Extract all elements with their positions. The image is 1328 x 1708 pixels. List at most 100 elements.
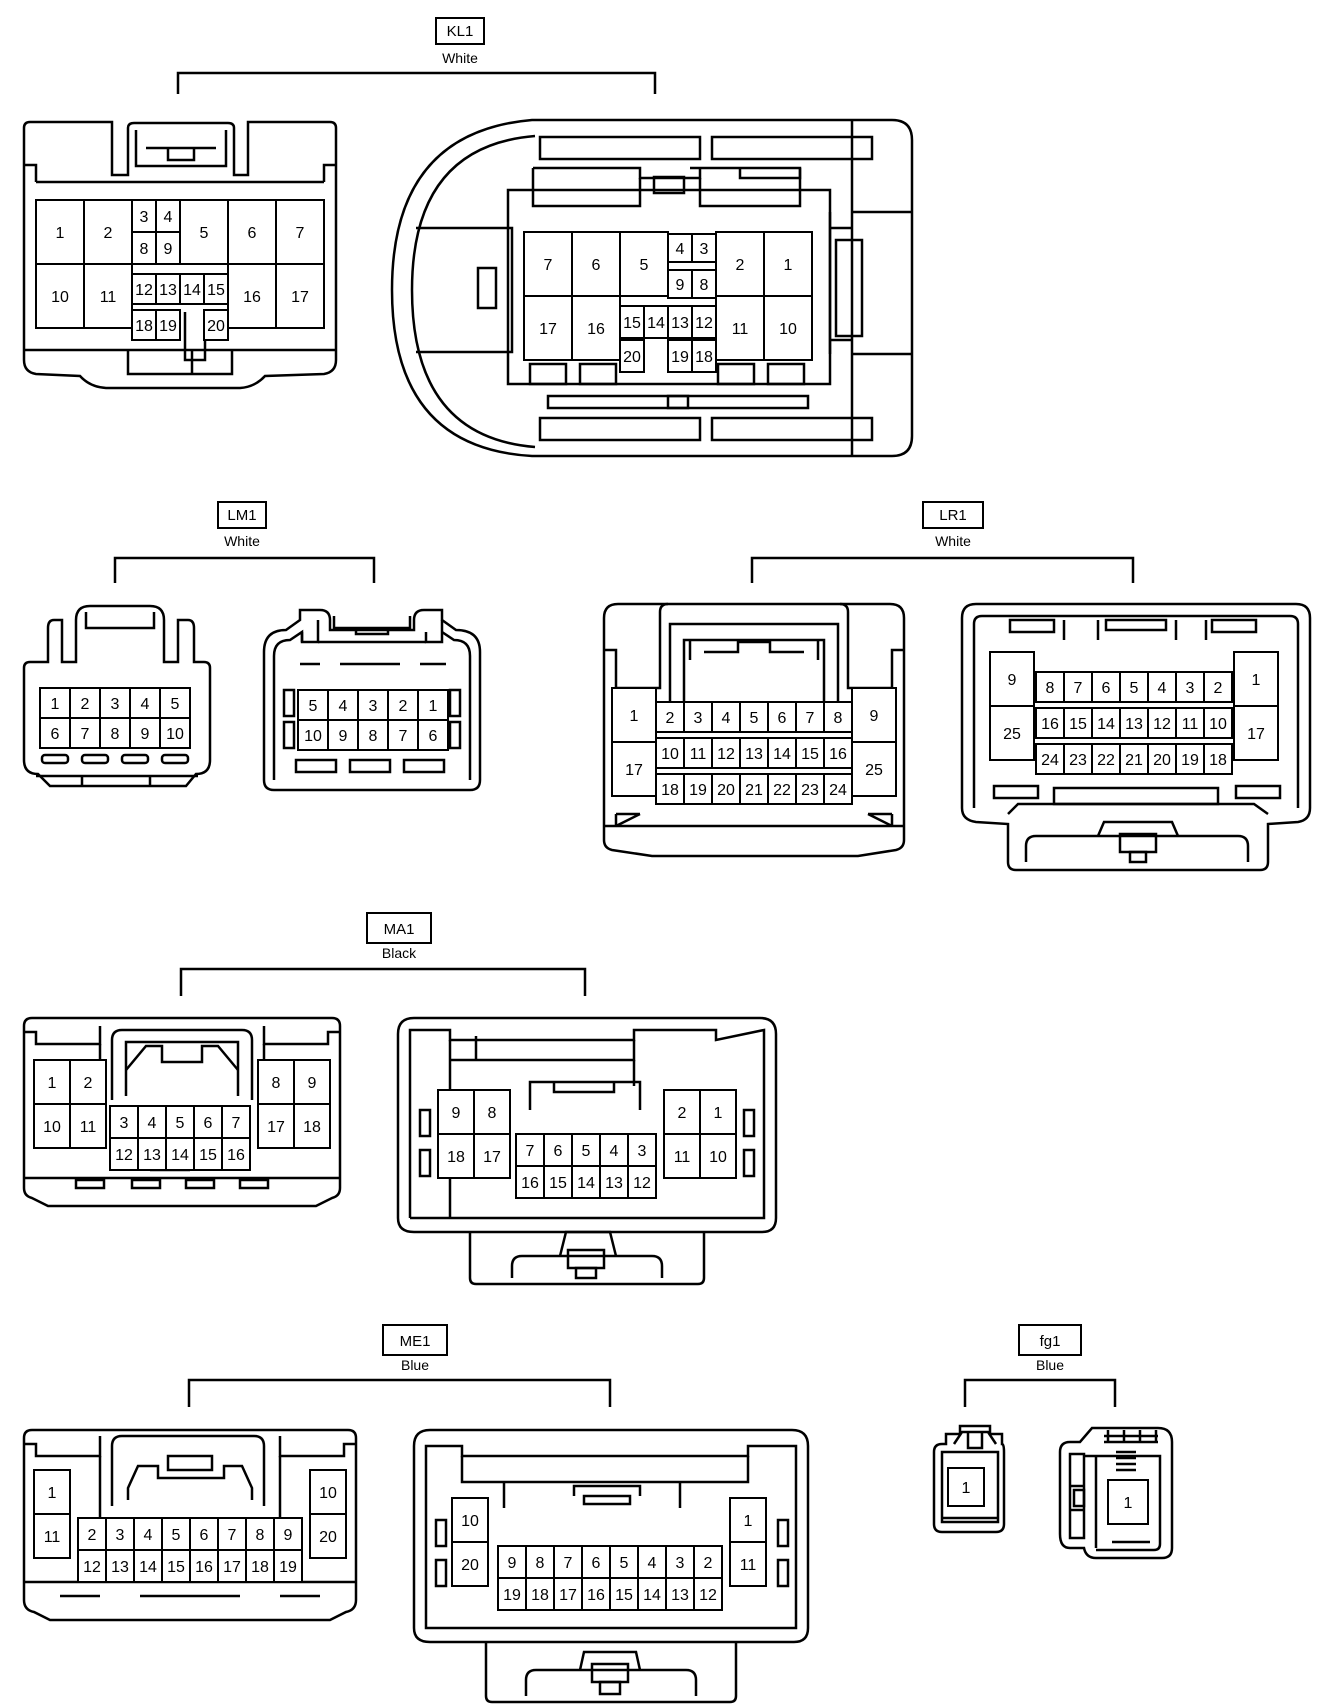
pin-number: 2	[88, 1527, 97, 1544]
pin-cell	[33, 1469, 71, 1515]
pin-number: 12	[695, 315, 713, 332]
pin-number: 19	[279, 1559, 297, 1576]
pin-cell	[159, 717, 191, 749]
pin-number: 1	[48, 1075, 57, 1092]
pin-number: 7	[564, 1555, 573, 1572]
pin-cell	[1147, 707, 1177, 739]
pin-number: 11	[80, 1119, 97, 1136]
pin-number: 18	[531, 1587, 549, 1604]
pin-number: 9	[284, 1527, 293, 1544]
pin-number: 7	[1074, 680, 1083, 697]
pin-number: 15	[549, 1175, 567, 1192]
pin-number: 9	[308, 1075, 317, 1092]
pin-number: 7	[296, 225, 305, 242]
pin-number: 2	[81, 696, 90, 713]
pin-cell	[245, 1549, 275, 1583]
lr1-connector-back	[960, 602, 1312, 872]
pin-number: 23	[1069, 752, 1087, 769]
pin-number: 11	[100, 289, 117, 306]
pin-number: 8	[488, 1105, 497, 1122]
pin-cell	[663, 1133, 701, 1179]
pin-cell	[1063, 707, 1093, 739]
label-me1: ME1 Blue	[187, 1324, 612, 1407]
pin-number: 2	[704, 1555, 713, 1572]
pin-number: 17	[223, 1559, 241, 1576]
connector-name-lm1: LM1	[227, 507, 256, 524]
pin-cell	[643, 305, 669, 339]
pin-cell	[1175, 743, 1205, 775]
pin-number: 13	[671, 315, 689, 332]
pin-cell	[571, 1165, 601, 1199]
pin-number: 8	[536, 1555, 545, 1572]
label-fg1: fg1 Blue	[963, 1324, 1117, 1407]
pin-cell	[275, 263, 325, 329]
pin-number: 5	[640, 257, 649, 274]
connector-color-me1: Blue	[401, 1357, 429, 1373]
pin-cell	[193, 1137, 223, 1171]
pin-number: 1	[429, 698, 438, 715]
pin-cell	[667, 269, 693, 299]
pin-number: 20	[717, 782, 735, 799]
pin-number: 12	[633, 1175, 651, 1192]
pin-number: 12	[135, 282, 153, 299]
pin-cell	[543, 1133, 573, 1167]
pin-number: 2	[678, 1105, 687, 1122]
pin-number: 14	[139, 1559, 157, 1576]
pin-number: 3	[700, 241, 709, 258]
pin-number: 20	[1153, 752, 1171, 769]
pin-number: 22	[773, 782, 791, 799]
pin-number: 20	[623, 349, 641, 366]
pin-cell	[1233, 705, 1279, 761]
pin-number: 9	[141, 726, 150, 743]
pin-number: 22	[1097, 752, 1115, 769]
pin-number: 13	[159, 282, 177, 299]
pin-cell	[179, 199, 229, 265]
pin-number: 11	[44, 1529, 61, 1546]
pin-cell	[947, 1467, 985, 1507]
label-kl1: KL1 White	[176, 17, 657, 94]
me1-connector-back	[412, 1428, 810, 1704]
pin-number: 13	[111, 1559, 129, 1576]
pin-cell	[33, 1513, 71, 1559]
fg1-connector-front	[932, 1424, 1006, 1534]
pin-number: 7	[544, 257, 553, 274]
pin-cell	[763, 231, 813, 297]
pin-number: 5	[171, 696, 180, 713]
pin-cell	[155, 273, 181, 305]
pin-number: 15	[1069, 716, 1087, 733]
pin-cell	[33, 1103, 71, 1149]
pin-number: 16	[243, 289, 261, 306]
pin-cell	[1035, 707, 1065, 739]
pin-cell	[217, 1549, 247, 1583]
pin-number: 10	[166, 726, 184, 743]
pin-number: 15	[199, 1147, 217, 1164]
pin-number: 12	[115, 1147, 133, 1164]
pin-cell	[715, 295, 765, 361]
pin-cell	[1175, 671, 1205, 703]
pin-cell	[83, 199, 133, 265]
pin-cell	[711, 701, 741, 733]
fg1-connector-back	[1058, 1426, 1174, 1560]
pin-cell	[69, 717, 101, 749]
pin-number: 2	[399, 698, 408, 715]
connector-name-fg1: fg1	[1040, 1333, 1061, 1350]
pin-number: 17	[267, 1119, 285, 1136]
pin-number: 17	[625, 762, 643, 779]
pin-cell	[293, 1103, 331, 1149]
pin-number: 4	[141, 696, 150, 713]
pin-number: 2	[1214, 680, 1223, 697]
pin-cell	[133, 1549, 163, 1583]
pin-number: 19	[159, 318, 177, 335]
pin-number: 2	[736, 257, 745, 274]
pin-number: 18	[251, 1559, 269, 1576]
pin-number: 19	[1181, 752, 1199, 769]
pin-cell	[69, 1103, 107, 1149]
pin-cell	[275, 199, 325, 265]
pin-number: 13	[605, 1175, 623, 1192]
pin-cell	[417, 719, 449, 751]
pin-number: 10	[661, 746, 679, 763]
